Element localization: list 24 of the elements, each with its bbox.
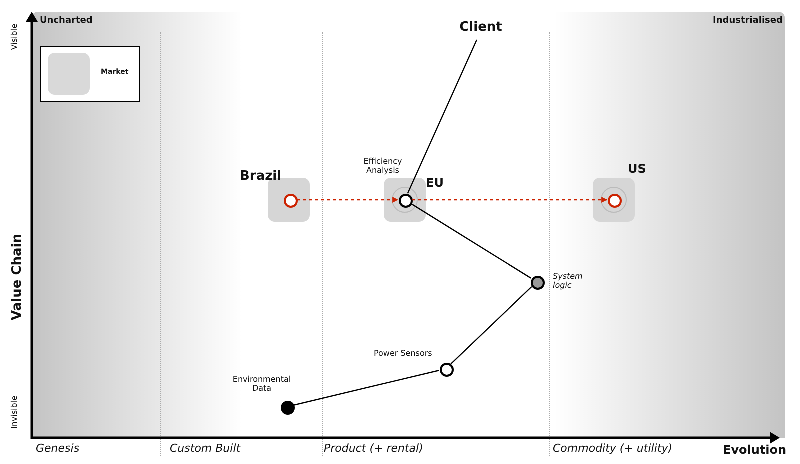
dashed-arrow bbox=[297, 197, 399, 203]
axis-title: Value Chain bbox=[10, 234, 25, 320]
stage-label: Uncharted bbox=[40, 16, 93, 26]
connector-line bbox=[450, 286, 532, 365]
component-label: System logic bbox=[553, 272, 581, 290]
stage-label: Custom Built bbox=[170, 442, 241, 455]
axis-end-label: Visible bbox=[10, 24, 19, 50]
dashed-arrow bbox=[412, 197, 608, 203]
component-label: US bbox=[628, 162, 648, 176]
market-label: EU bbox=[426, 176, 445, 190]
component-label: Brazil bbox=[240, 169, 280, 184]
axis-end-label: Invisible bbox=[10, 396, 19, 429]
stage-label: Commodity (+ utility) bbox=[553, 442, 673, 455]
component-label: Efficiency Analysis bbox=[362, 157, 404, 175]
component-label: Client bbox=[458, 20, 504, 35]
stage-label: Genesis bbox=[36, 442, 80, 455]
stage-label: Product (+ rental) bbox=[324, 442, 424, 455]
component-label: Power Sensors bbox=[374, 349, 434, 358]
component-label: Environmental Data bbox=[232, 375, 292, 393]
stage-label: Industrialised bbox=[713, 16, 783, 26]
connector-line bbox=[407, 40, 478, 194]
connector-line bbox=[410, 203, 532, 279]
axis-title: Evolution bbox=[723, 443, 787, 457]
connector-line bbox=[294, 370, 440, 406]
